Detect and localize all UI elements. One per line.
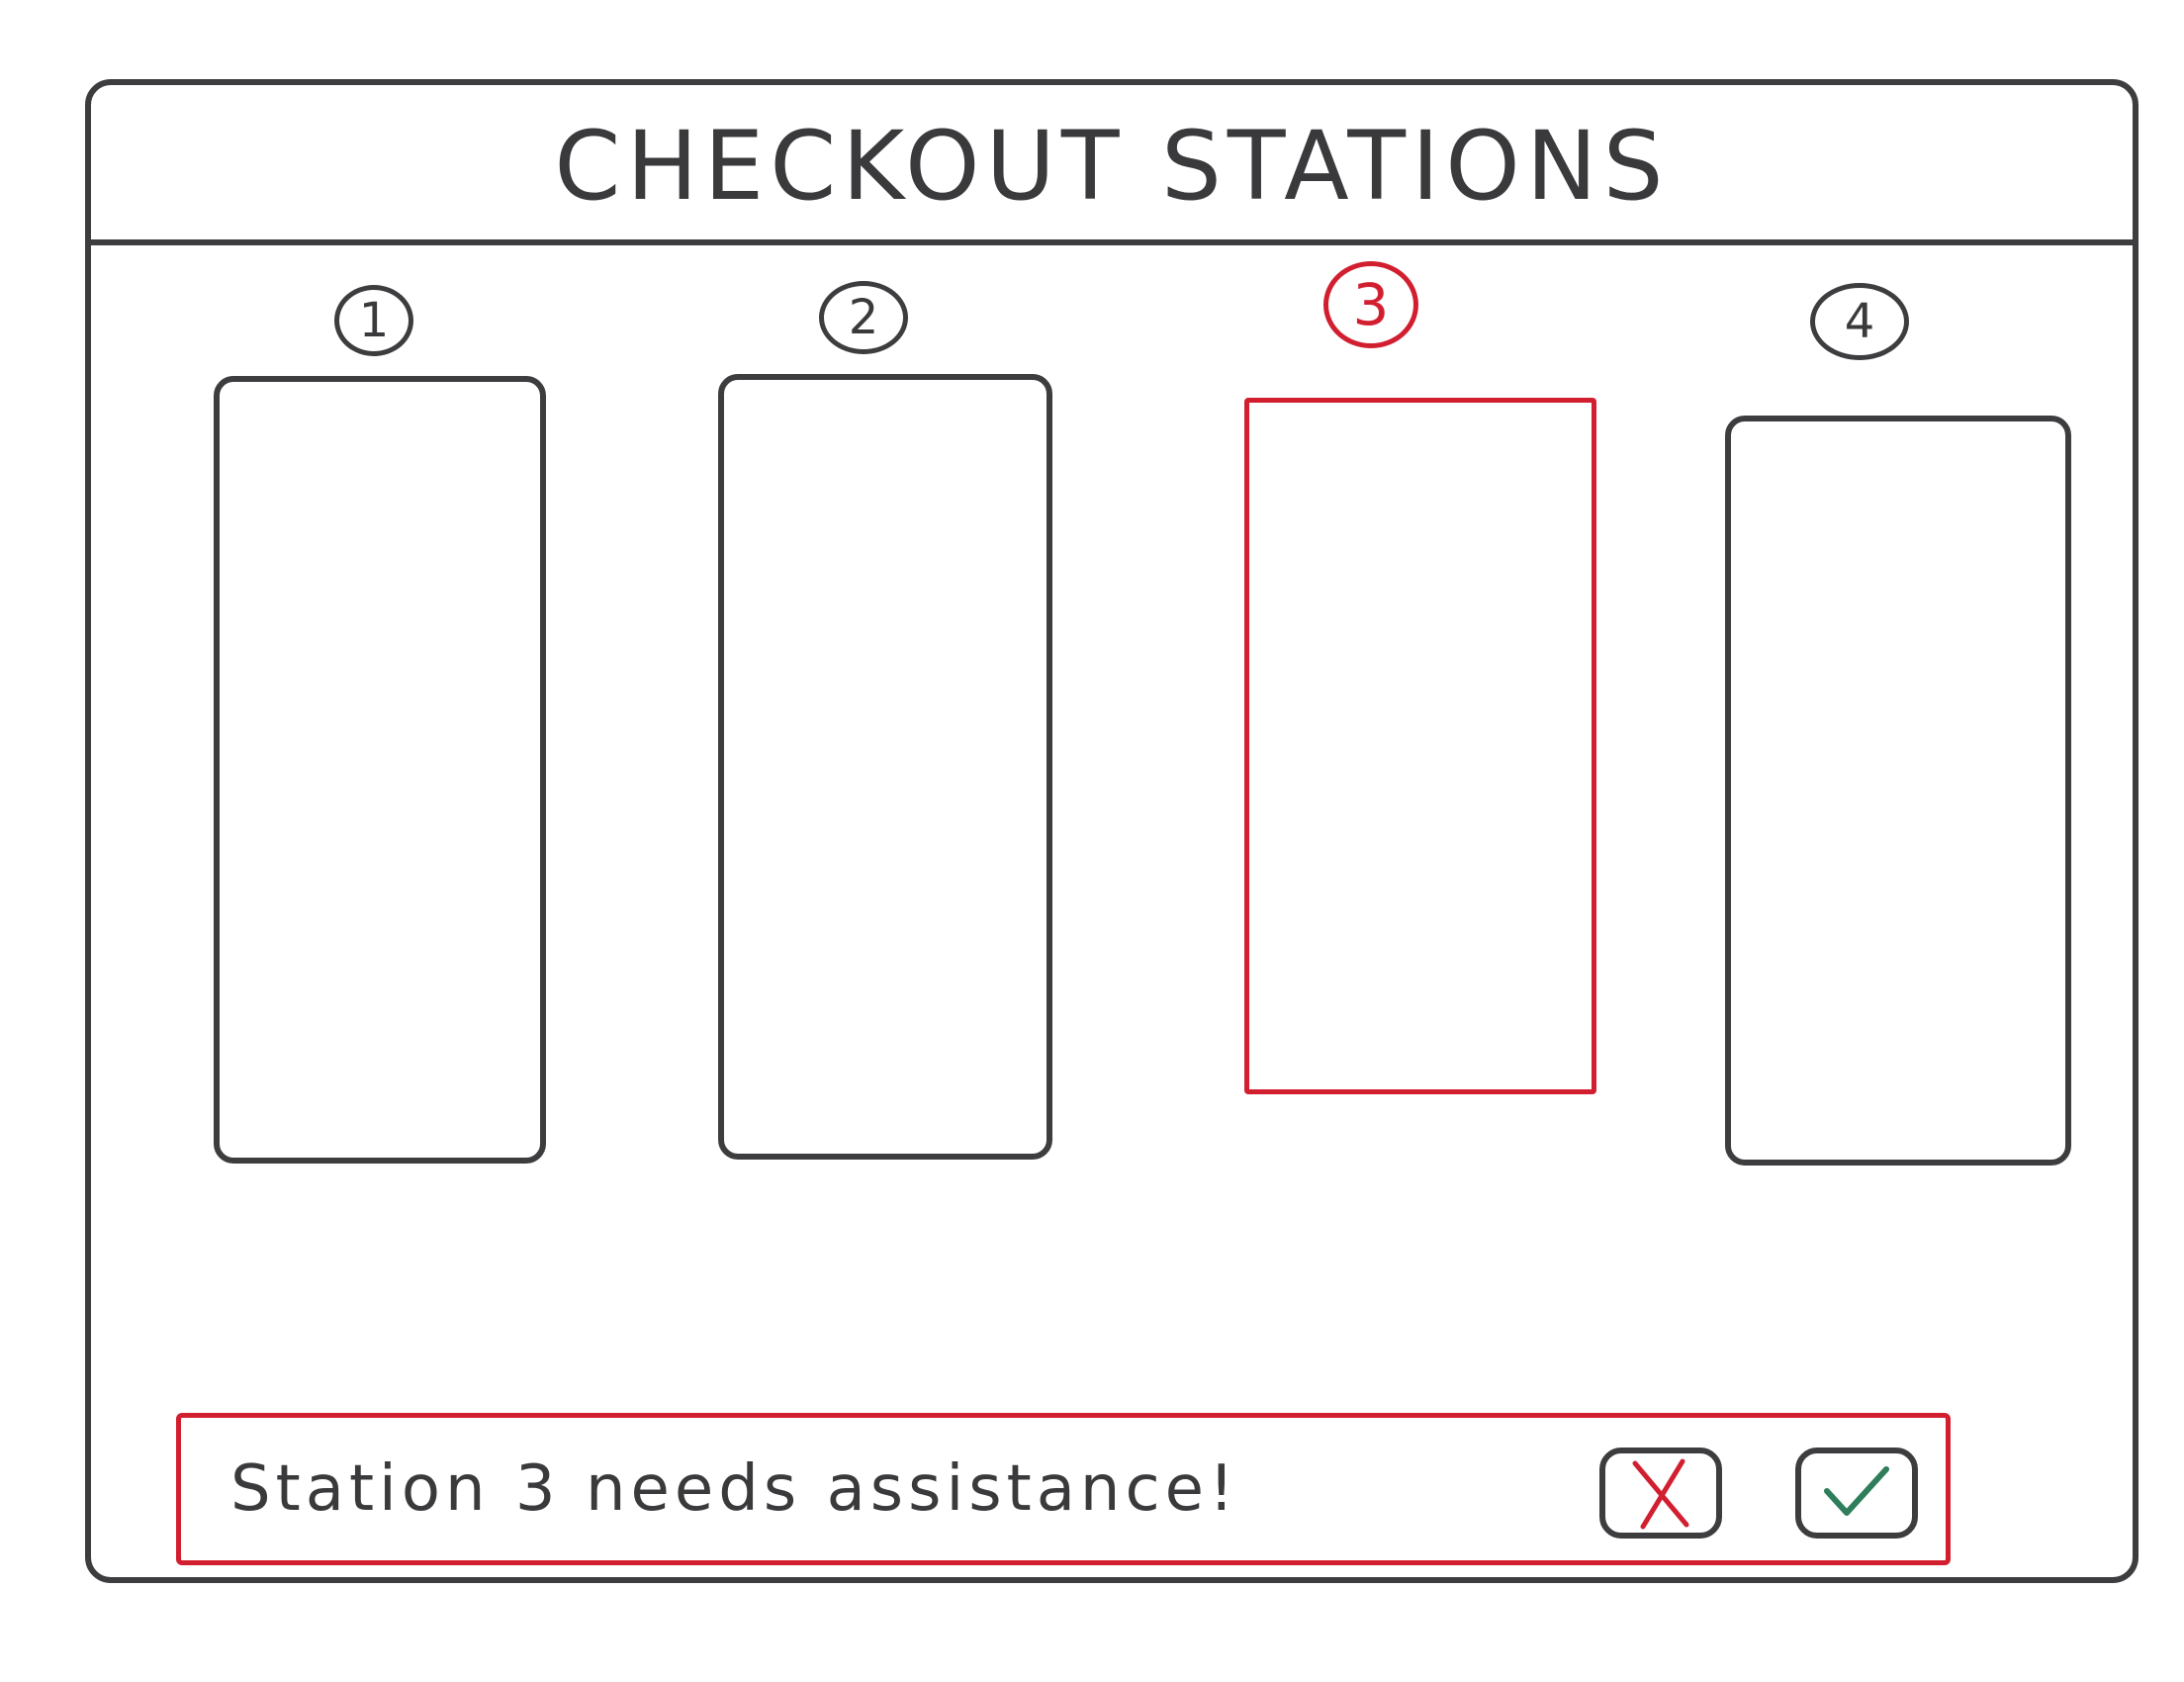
station-number-badge: 2 <box>819 281 908 354</box>
station-panel[interactable] <box>718 374 1052 1160</box>
x-icon <box>1623 1455 1698 1531</box>
station-panel[interactable] <box>214 376 546 1164</box>
station-number-label: 3 <box>1352 271 1390 338</box>
assistance-alert-bar: Station 3 needs assistance! <box>176 1413 1951 1565</box>
station-number-badge: 1 <box>334 285 413 356</box>
station-number-label: 1 <box>358 293 390 348</box>
station-panel[interactable] <box>1725 416 2071 1166</box>
confirm-button[interactable] <box>1795 1448 1918 1539</box>
station-number-badge: 3 <box>1323 261 1418 348</box>
station-number-badge: 4 <box>1810 283 1909 360</box>
station-number-label: 4 <box>1844 294 1875 349</box>
checkout-stations-window: CHECKOUT STATIONS 1 2 3 4 Station 3 need… <box>85 79 2138 1583</box>
station-panel[interactable] <box>1244 398 1596 1094</box>
alert-message: Station 3 needs assistance! <box>230 1452 1239 1526</box>
dismiss-button[interactable] <box>1599 1448 1722 1539</box>
title-bar: CHECKOUT STATIONS <box>91 85 2133 245</box>
check-icon <box>1819 1461 1894 1525</box>
page-title: CHECKOUT STATIONS <box>554 111 1670 222</box>
station-number-label: 2 <box>848 290 879 345</box>
